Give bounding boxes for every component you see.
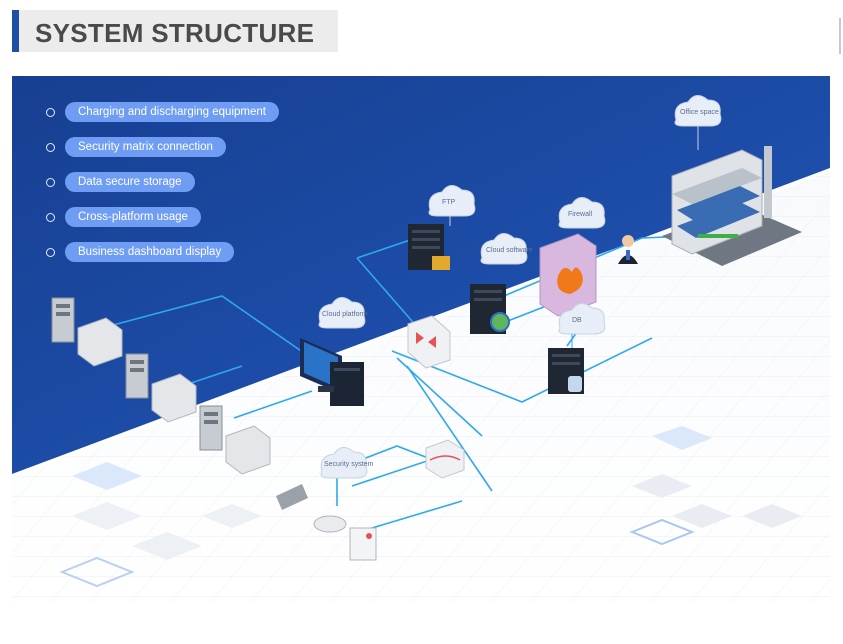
- cloud-software: Cloud software: [480, 233, 533, 265]
- left-servers: [51, 297, 271, 475]
- bullet-icon: [46, 212, 55, 222]
- feature-label: Cross-platform usage: [65, 207, 201, 227]
- security-devices: [276, 439, 465, 561]
- cloud-label-platform: Cloud platform: [322, 311, 368, 318]
- bullet-icon: [46, 107, 55, 117]
- floor-tiles: [59, 426, 802, 588]
- section-header: SYSTEM STRUCTURE: [12, 10, 338, 52]
- system-diagram: FTP Firewall Cloud software DB Office sp…: [12, 76, 830, 604]
- cloud-label-ftp: FTP: [442, 199, 456, 206]
- page-title: SYSTEM STRUCTURE: [35, 18, 315, 48]
- cloud-firewall: Firewall: [558, 197, 606, 229]
- workstation: [300, 338, 364, 406]
- feature-label: Security matrix connection: [65, 137, 226, 157]
- user-avatar: [618, 235, 638, 264]
- bullet-icon: [46, 177, 55, 187]
- feature-item: Security matrix connection: [46, 136, 226, 158]
- feature-item: Business dashboard display: [46, 241, 235, 263]
- feature-item: Data secure storage: [46, 171, 195, 193]
- feature-item: Cross-platform usage: [46, 206, 201, 228]
- network-switch: [407, 315, 451, 369]
- divider: [839, 18, 841, 54]
- cloud-platform: Cloud platform: [318, 297, 368, 329]
- cloud-label-firewall: Firewall: [568, 211, 593, 218]
- cloud-label-software: Cloud software: [486, 247, 533, 254]
- cloud-security: Security system: [320, 447, 374, 479]
- cloud-label-office: Office space: [680, 109, 719, 116]
- diagram-canvas: FTP Firewall Cloud software DB Office sp…: [12, 76, 830, 604]
- cloud-ftp: FTP: [428, 185, 476, 226]
- cloud-label-security: Security system: [324, 461, 374, 468]
- office-building: [662, 146, 802, 266]
- cloud-office: Office space: [674, 95, 722, 150]
- feature-label: Business dashboard display: [65, 242, 235, 262]
- bullet-icon: [46, 247, 55, 257]
- feature-label: Charging and discharging equipment: [65, 102, 279, 122]
- cloud-db: DB: [558, 303, 606, 348]
- cloud-server: [470, 284, 510, 334]
- db-server: [548, 348, 584, 394]
- feature-label: Data secure storage: [65, 172, 195, 192]
- ftp-server: [408, 224, 450, 270]
- feature-item: Charging and discharging equipment: [46, 101, 279, 123]
- firewall: [539, 233, 597, 317]
- cloud-label-db: DB: [572, 317, 582, 324]
- bullet-icon: [46, 142, 55, 152]
